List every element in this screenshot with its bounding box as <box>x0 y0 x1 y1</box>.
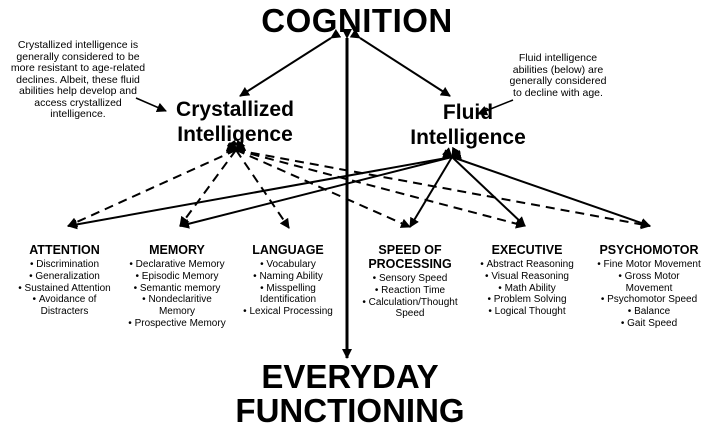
domain-item: Reaction Time <box>350 285 470 297</box>
domain-item: Semantic memory <box>118 283 236 295</box>
domain-title: SPEED OF PROCESSING <box>368 243 452 271</box>
domain-title: EXECUTIVE <box>491 243 563 257</box>
domain-item: Nondeclaritive Memory <box>118 294 236 318</box>
domain-item: Avoidance of Distracters <box>8 294 121 318</box>
domain-item: Sensory Speed <box>350 273 470 285</box>
domain-item: Declarative Memory <box>118 259 236 271</box>
domain-executive: EXECUTIVE Abstract Reasoning Visual Reas… <box>468 243 586 318</box>
domain-item: Generalization <box>8 271 121 283</box>
domain-item: Sustained Attention <box>8 283 121 295</box>
fluid-note: Fluid intelligence abilities (below) are… <box>509 52 607 99</box>
domain-item: Gross Motor Movement <box>590 271 708 295</box>
link-fluid-memory <box>179 149 462 229</box>
link-crystallized-attention <box>67 141 247 227</box>
domain-attention: ATTENTION Discrimination Generalization … <box>8 243 121 318</box>
link-cognition-fluid <box>349 28 451 97</box>
domain-item: Naming Ability <box>232 271 344 283</box>
everyday-functioning-title: EVERYDAY FUNCTIONING <box>235 358 465 429</box>
domain-memory: MEMORY Declarative Memory Episodic Memor… <box>118 243 236 330</box>
domain-item: Prospective Memory <box>118 318 236 330</box>
domain-item: Balance <box>590 306 708 318</box>
link-fluid-psychomotor <box>441 149 651 228</box>
domain-title: MEMORY <box>149 243 205 257</box>
link-fluid-attention <box>67 150 462 230</box>
domain-item: Math Ability <box>468 283 586 295</box>
domain-item: Gait Speed <box>590 318 708 330</box>
domain-item: Visual Reasoning <box>468 271 586 283</box>
link-fluid-speed-of-processing <box>409 146 461 228</box>
domain-item: Misspelling Identification <box>232 283 344 307</box>
crystallized-note: Crystallized intelligence is generally c… <box>10 39 146 120</box>
link-cognition-crystallized <box>239 28 342 97</box>
domain-language: LANGUAGE Vocabulary Naming Ability Missp… <box>232 243 344 318</box>
domain-item: Vocabulary <box>232 259 344 271</box>
domain-item: Problem Solving <box>468 294 586 306</box>
cognition-title: COGNITION <box>261 2 453 39</box>
domain-item: Episodic Memory <box>118 271 236 283</box>
domain-speed-of-processing: SPEED OF PROCESSING Sensory Speed Reacti… <box>350 243 470 320</box>
domain-psychomotor: PSYCHOMOTOR Fine Motor Movement Gross Mo… <box>590 243 708 330</box>
domain-links <box>67 139 651 230</box>
domain-item: Lexical Processing <box>232 306 344 318</box>
domain-title: LANGUAGE <box>252 243 324 257</box>
domain-item: Discrimination <box>8 259 121 271</box>
link-crystallized-psychomotor <box>226 143 651 230</box>
domain-title: ATTENTION <box>29 243 100 257</box>
domain-item: Abstract Reasoning <box>468 259 586 271</box>
link-note-crystallized <box>135 97 167 113</box>
domain-item: Psychomotor Speed <box>590 294 708 306</box>
domain-title: PSYCHOMOTOR <box>599 243 699 257</box>
crystallized-intelligence-label: Crystallized Intelligence <box>176 98 294 146</box>
domain-item: Calculation/Thought Speed <box>350 297 470 321</box>
link-note-fluid <box>477 99 514 116</box>
domain-item: Logical Thought <box>468 306 586 318</box>
fluid-intelligence-label: Fluid Intelligence <box>410 101 526 149</box>
domain-item: Fine Motor Movement <box>590 259 708 271</box>
